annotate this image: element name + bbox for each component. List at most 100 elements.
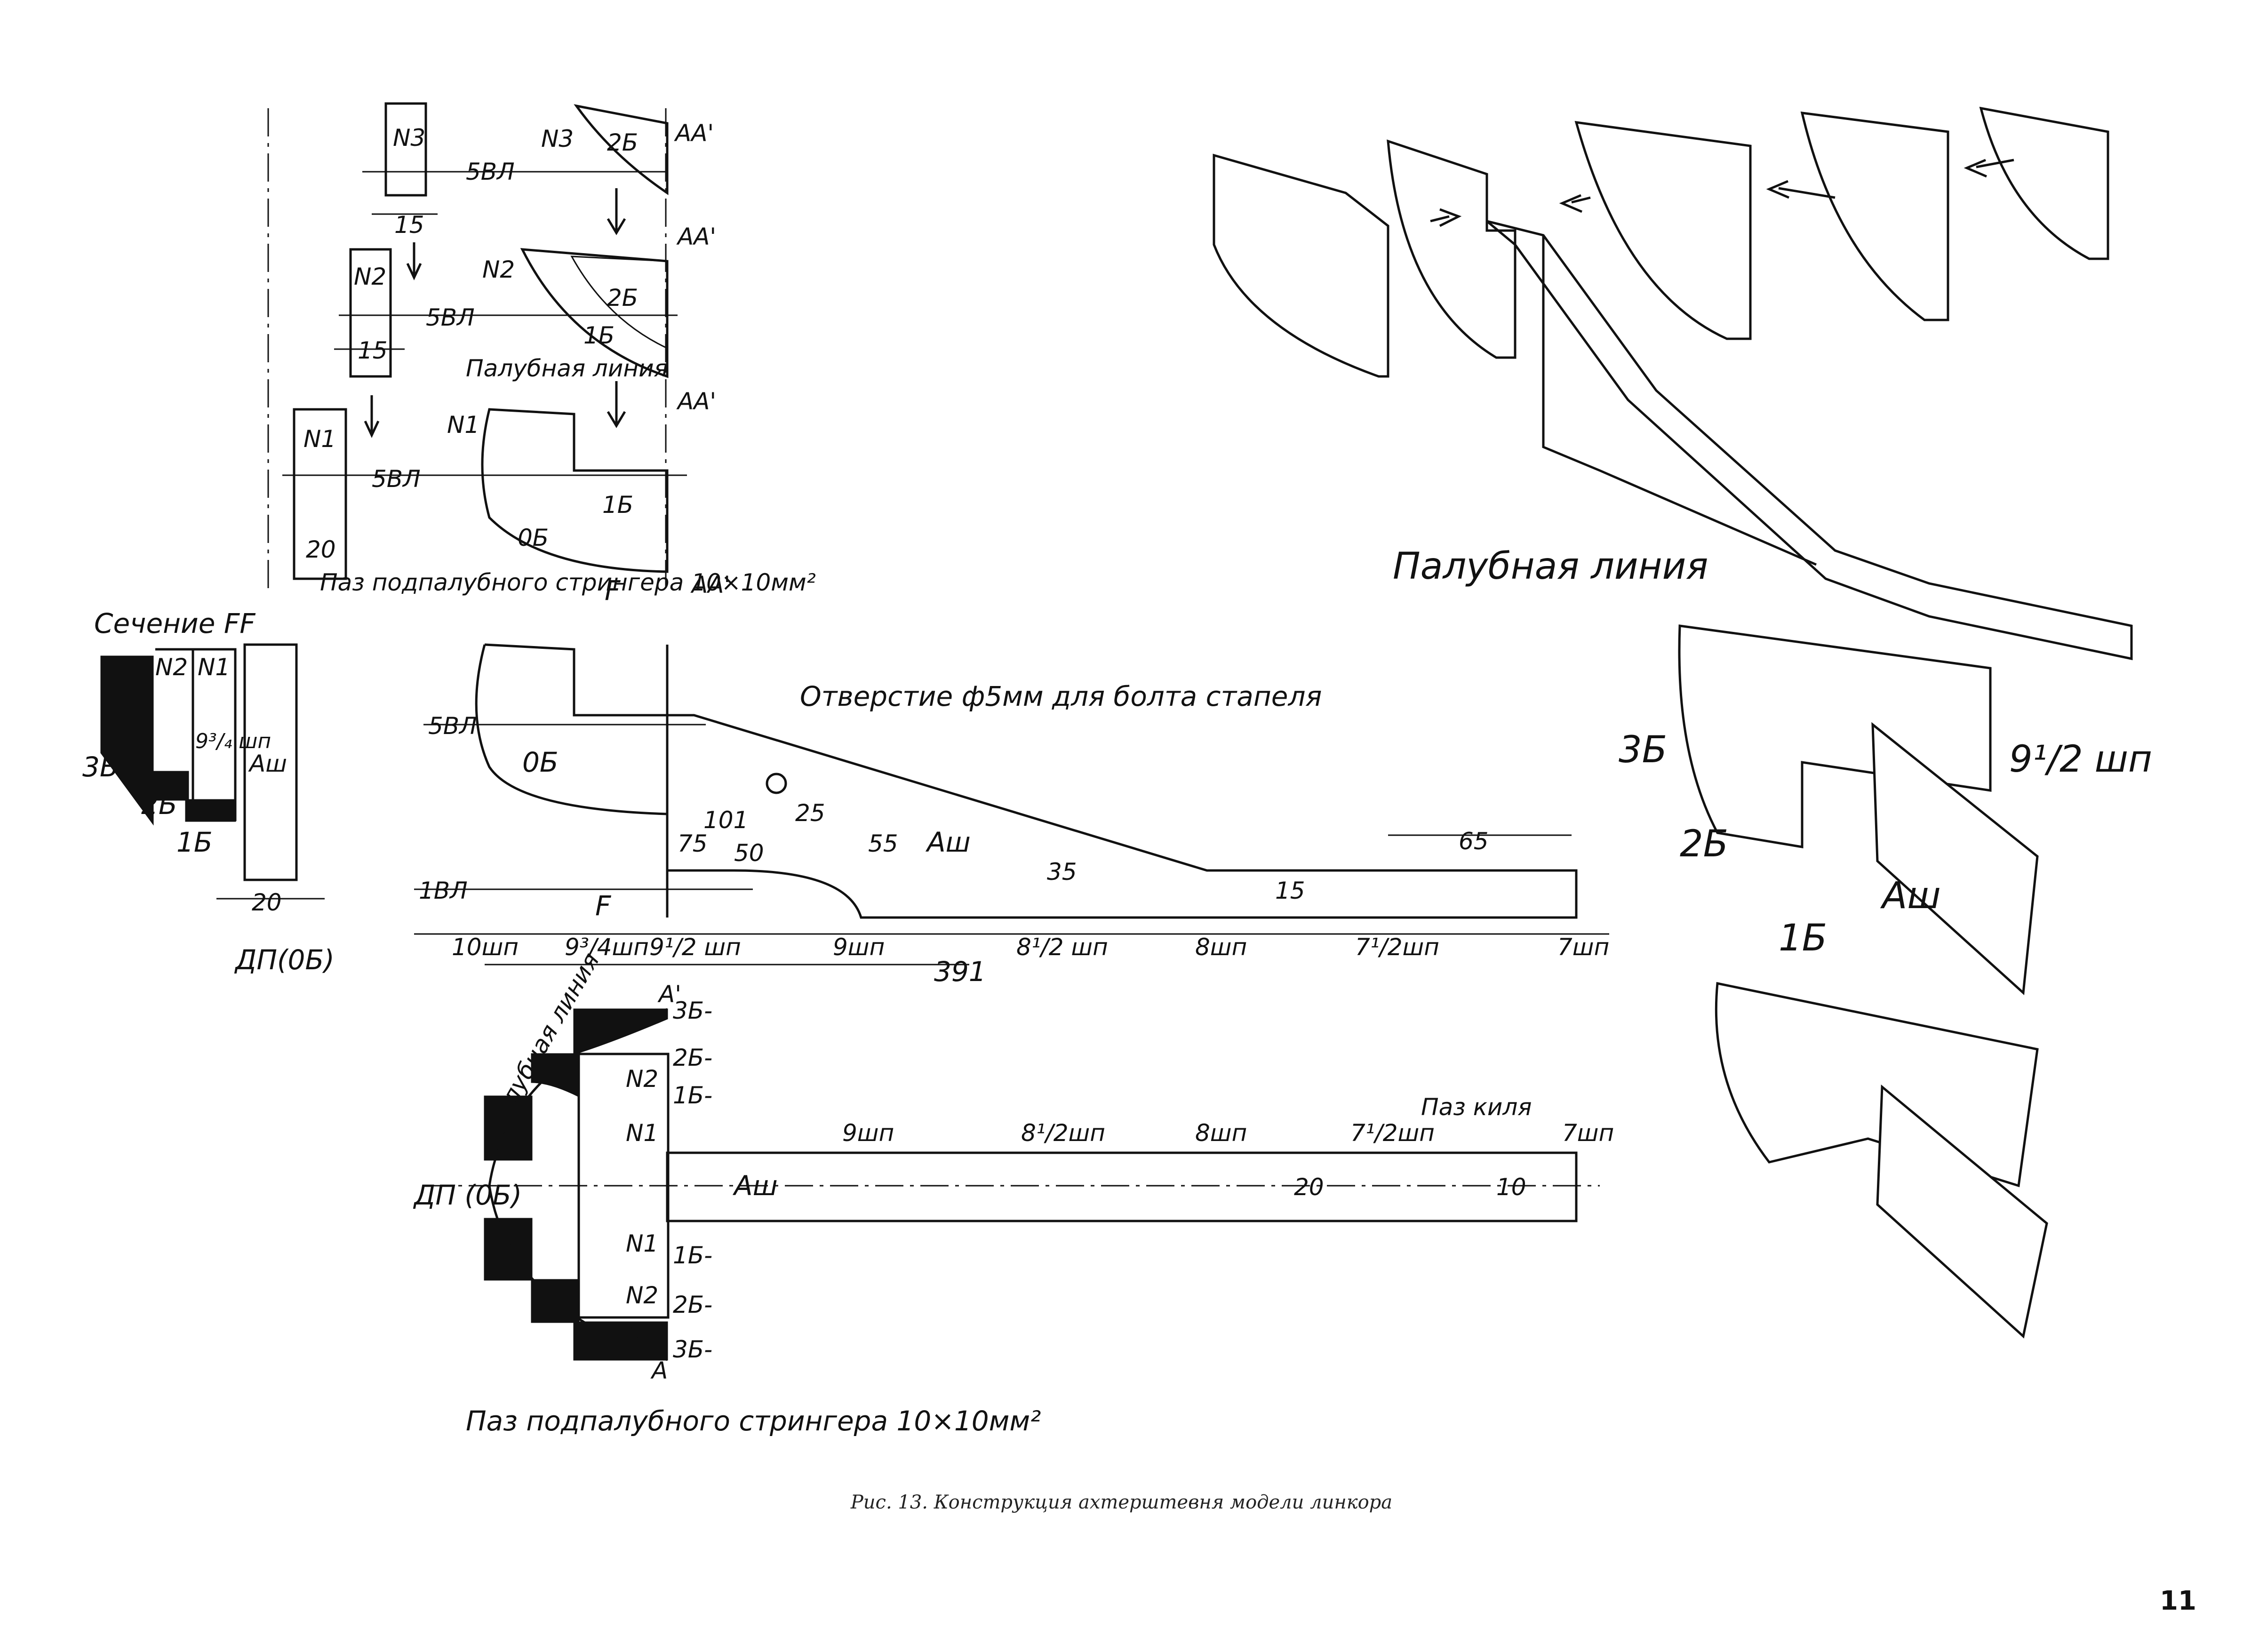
frame-9-1-2: 9¹/2 шп <box>649 934 741 961</box>
top-center-label: Аш <box>732 1170 778 1202</box>
waterline-n2-label: 5ВЛ <box>426 304 475 331</box>
iso-assembled-center <box>1871 722 2039 996</box>
iso-layer-3b: 3Б <box>1619 729 1667 771</box>
iso-block-fourth <box>1800 112 1949 321</box>
waterline-n3-label: 5ВЛ <box>466 158 515 185</box>
dim-101: 101 <box>703 806 748 834</box>
dim-50: 50 <box>734 839 764 867</box>
bottom-right-1b: 1Б- <box>673 1242 712 1269</box>
iso-deck-line-label: Палубная линия <box>1393 545 1708 588</box>
plan-groove-note: Паз подпалубного стрингера 10×10мм² <box>320 569 816 596</box>
top-dim-20: 20 <box>1294 1173 1324 1201</box>
dim-n2-width-label: 15 <box>358 337 388 364</box>
part-n3-profile-label: N3 <box>541 125 574 152</box>
part-n1-block <box>293 408 347 580</box>
dim-75: 75 <box>678 830 708 857</box>
hole-note-line1: Отверстие ф5мм для болта стапеля <box>800 680 1322 712</box>
dim-15: 15 <box>1275 877 1305 904</box>
top-section-mark-top: A' <box>657 981 681 1008</box>
profile-section-mark: AA' <box>690 571 730 599</box>
section-ff-layers <box>155 648 237 821</box>
bottom-part-n2: N2 <box>626 1282 658 1309</box>
iso-assembled-top <box>1678 624 1992 848</box>
top-layer-3b-top <box>573 1008 668 1055</box>
iso-lower-block <box>1715 982 2039 1188</box>
section-mark-1: AA' <box>674 120 714 147</box>
figure-caption: Рис. 13. Конструкция ахтерштевня модели … <box>850 1492 1393 1513</box>
arrow-down-1 <box>607 188 626 235</box>
section-ff-part-n1: N1 <box>198 654 230 681</box>
arrow-down-3 <box>406 242 422 280</box>
section-ff-layer-1b: 1Б <box>176 826 213 858</box>
iso-arrow-4 <box>1964 159 2014 178</box>
profile-waterline-1-label: 1ВЛ <box>419 877 468 904</box>
top-right-2b: 2Б- <box>673 1044 712 1071</box>
sternpost-profile-outline <box>484 643 1578 919</box>
iso-view: Палубная линия 3Б 2Б 1Б 9¹/2 шп Аш <box>1213 106 2152 1339</box>
bottom-part-n1: N1 <box>626 1230 658 1257</box>
frame-8-1-2: 8¹/2 шп <box>1016 934 1108 961</box>
dim-n3-width-label: 15 <box>394 211 424 239</box>
part-n2-profile <box>520 248 669 378</box>
part-0b-curve <box>475 644 668 815</box>
bottom-right-3b: 3Б- <box>673 1336 712 1363</box>
profile-section-f-bottom: F <box>595 890 612 922</box>
section-ff-width-label: 20 <box>252 889 282 916</box>
plan-deck-line-label: Палубная линия <box>466 355 668 382</box>
top-frame-7-1-2: 7¹/2шп <box>1350 1119 1435 1147</box>
arrow-down-4 <box>364 395 380 438</box>
waterline-n1-label: 5ВЛ <box>372 465 421 493</box>
dim-n1-width-label: 20 <box>306 536 336 563</box>
iso-lower-center <box>1876 1084 2048 1339</box>
section-ff-bottom-label: ДП(0Б) <box>234 944 335 976</box>
page-number: 11 <box>2160 1586 2196 1616</box>
top-dim-10: 10 <box>1496 1173 1526 1201</box>
section-ff: Сечение FF N2 N1 Аш 9³/₄ шп 3Б 2Б 1Б 20 … <box>82 607 335 976</box>
profile-waterline-5-label: 5ВЛ <box>428 712 477 740</box>
iso-center-label: Аш <box>1880 875 1941 917</box>
frame-9: 9шп <box>833 934 885 961</box>
iso-block-third <box>1574 121 1752 340</box>
top-view: A' A 3Б- 2Б- 1Б- 1Б- 2Б- 3Б- N2 N1 N1 N2… <box>413 948 1614 1437</box>
part-n1-profile-label: N1 <box>447 411 479 439</box>
layer-3b-fill <box>100 655 154 826</box>
profile-part-0b-label: 0Б <box>522 746 559 778</box>
part-n2-block <box>349 248 392 378</box>
iso-sternpost-edge <box>1542 235 1817 566</box>
iso-arrow-3 <box>1430 208 1462 227</box>
iso-layer-2b: 2Б <box>1680 823 1728 865</box>
frame-9-3-4: 9³/4шп <box>565 934 649 961</box>
top-frame-8: 8шп <box>1195 1119 1247 1147</box>
top-centerline-label: ДП (0Б) <box>413 1179 522 1211</box>
profile-view: 0Б Аш 5ВЛ 1ВЛ AA' F F Отверстие ф5мм для… <box>414 571 1609 988</box>
section-ff-layer-3b: 3Б <box>82 751 119 783</box>
iso-layer-1b: 1Б <box>1779 917 1827 959</box>
profile-section-f-top: F <box>605 575 621 607</box>
top-frame-8-1-2: 8¹/2шп <box>1021 1119 1105 1147</box>
iso-arrow-2 <box>1559 194 1591 213</box>
iso-block-left <box>1213 153 1389 378</box>
part-n1-profile-code-1b: 1Б <box>602 491 633 519</box>
layer-1b-fill <box>185 799 236 822</box>
top-section-mark-bottom: A <box>650 1357 668 1384</box>
iso-frame-label: 9¹/2 шп <box>2009 738 2152 781</box>
frame-7-1-2: 7¹/2шп <box>1355 934 1439 961</box>
part-n1-label: N1 <box>303 425 336 453</box>
dim-25: 25 <box>795 799 825 827</box>
dim-35: 35 <box>1047 858 1077 886</box>
part-n3-profile <box>574 104 669 195</box>
bottom-part-n3: N3 <box>626 1319 658 1347</box>
section-mark-2: AA' <box>676 223 716 250</box>
iso-block-second <box>1387 139 1517 359</box>
section-ff-layer-2b: 2Б <box>141 789 177 821</box>
frame-8: 8шп <box>1195 934 1247 961</box>
top-part-n2: N2 <box>626 1065 658 1093</box>
profile-center-label: Аш <box>925 826 971 858</box>
iso-arrow-1 <box>1766 180 1836 199</box>
plan-view: N3 5ВЛ 15 N3 2Б AA' N2 5ВЛ 15 N2 2Б 1Б A… <box>267 102 816 596</box>
top-part-n1: N1 <box>626 1119 658 1147</box>
top-keel-groove-label: Паз киля <box>1421 1093 1532 1121</box>
iso-sternpost-strip <box>1486 220 2133 661</box>
